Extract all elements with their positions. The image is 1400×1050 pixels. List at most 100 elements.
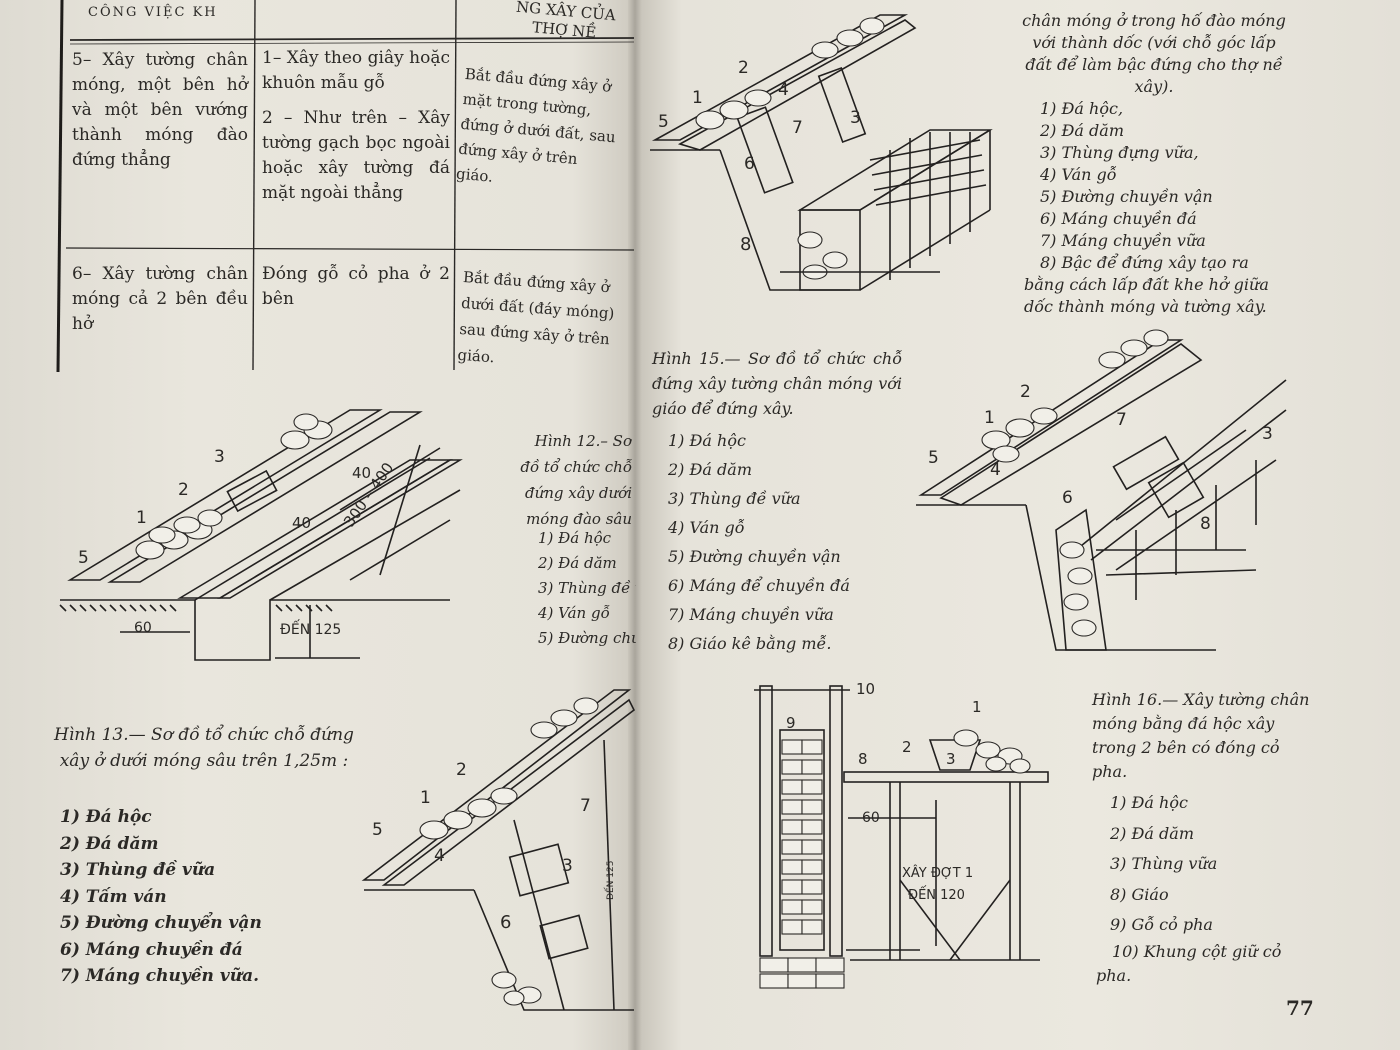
list-item: 1) Đá hộc xyxy=(668,431,746,450)
fig13-label-1: 1 xyxy=(420,788,431,808)
figure-15-drawing xyxy=(916,329,1287,651)
fig14-label-5: 5 xyxy=(658,112,669,132)
fig13-label-2: 2 xyxy=(456,760,467,780)
fig14-label-8: 8 xyxy=(740,234,752,255)
fig12-label-40a: 40 xyxy=(352,464,372,482)
list-item: 8) Giáo kê bằng mễ. xyxy=(668,634,832,653)
list-item: 6) Máng để chuyền đá xyxy=(668,576,850,595)
fig16-label-height: ĐẾN 120 xyxy=(908,888,965,903)
fig16-label-10: 10 xyxy=(856,680,876,698)
figure-14-item-8: 8) Bậc để đứng xây tạo ra bằng cách lấp … xyxy=(1024,253,1269,316)
fig15-label-6: 6 xyxy=(1062,488,1073,508)
figure-14-legend: 1) Đá hộc, 2) Đá dăm 3) Thùng đựng vữa, … xyxy=(1040,98,1213,252)
fig13-label-3: 3 xyxy=(562,856,573,876)
list-item: 3) Thùng đề vữa xyxy=(538,579,636,597)
list-item: 2) Đá dăm xyxy=(538,554,617,572)
figure-16-caption: Hình 16.— Xây tường chân móng bằng đá hộ… xyxy=(1092,690,1310,781)
list-item: 4) Ván gỗ xyxy=(1040,165,1117,184)
list-item: 8) Giáo xyxy=(1110,884,1169,904)
list-item: 7) Máng chuyền vữa xyxy=(668,605,834,624)
figure-16-drawing xyxy=(754,685,1049,989)
fig16-label-8: 8 xyxy=(858,750,868,768)
fig13-label-depth: ĐẾN 125 xyxy=(606,860,616,900)
fig16-label-9: 9 xyxy=(786,714,796,732)
figure-15-legend: 1) Đá hộc 2) Đá dăm 3) Thùng đề vữa 4) V… xyxy=(668,426,850,658)
figure-15-caption: Hình 15.— Sơ đồ tổ chức chỗ đứng xây tườ… xyxy=(652,349,902,418)
list-item: 3) Thùng đựng vữa, xyxy=(1040,143,1199,162)
fig12-label-1: 1 xyxy=(136,508,147,528)
fig16-label-3: 3 xyxy=(946,750,956,768)
list-item: 3) Thùng vữa xyxy=(1110,854,1218,873)
figure-13-drawing xyxy=(361,689,636,1011)
fig13-label-7: 7 xyxy=(580,796,591,816)
fig16-label-1: 1 xyxy=(972,698,982,716)
table-row-2-task: 6– Xây tường chân móng cả 2 bên đều hở xyxy=(72,264,248,334)
list-item: 4) Ván gỗ xyxy=(668,518,745,537)
fig13-label-6: 6 xyxy=(500,912,512,933)
list-item: 3) Thùng đề vữa xyxy=(60,860,216,880)
table-header-col1: CÔNG VIỆC KH xyxy=(88,5,218,20)
fig15-label-1: 1 xyxy=(984,408,995,428)
fig16-label-course: XÂY ĐỢT 1 xyxy=(902,866,974,881)
figure-12-caption: Hình 12.– Sơ đồ tổ chức chỗ đứng xây dướ… xyxy=(520,432,632,528)
figure-16-item-10: 10) Khung cột giữ cỏ pha. xyxy=(1096,942,1282,985)
list-item: 2) Đá dăm xyxy=(1040,121,1124,140)
list-item: 1) Đá hộc xyxy=(60,807,152,827)
fig12-label-5: 5 xyxy=(78,548,89,568)
figure-13-legend: 1) Đá hộc 2) Đá dăm 3) Thùng đề vữa 4) T… xyxy=(60,804,262,990)
table-row-2-method: Đóng gỗ cỏ pha ở 2 bên xyxy=(262,264,450,309)
fig16-label-2: 2 xyxy=(902,738,912,756)
list-item: 6) Máng chuyền đá xyxy=(60,939,243,960)
fig14-label-7: 7 xyxy=(792,118,803,138)
table-row-1-method-b: 2 – Như trên – Xây tường gạch bọc ngoài … xyxy=(262,108,450,203)
table-rules xyxy=(56,0,635,373)
figure-13-caption: Hình 13.— Sơ đồ tổ chức chỗ đứng xây ở d… xyxy=(54,725,354,771)
list-item: 7) Máng chuyền vữa xyxy=(1040,231,1206,250)
list-item: 5) Đường chuyển vận xyxy=(60,913,262,933)
fig13-label-4: 4 xyxy=(434,846,445,866)
list-item: 1) Đá hộc xyxy=(538,529,612,547)
list-item: 5) Đường chuyển xyxy=(538,629,636,647)
list-item: 4) Tấm ván xyxy=(60,886,167,907)
fig15-label-2: 2 xyxy=(1020,382,1031,402)
book-gutter xyxy=(628,0,642,1050)
fig13-label-5: 5 xyxy=(372,820,383,840)
fig15-label-5: 5 xyxy=(928,448,939,468)
figure-14-caption-tail: chân móng ở trong hố đào móng với thành … xyxy=(1022,11,1286,96)
list-item: 5) Đường chuyền vận xyxy=(1040,187,1213,206)
figure-16-legend: 1) Đá hộc 2) Đá dăm 3) Thùng vữa 8) Giáo… xyxy=(1110,788,1217,941)
fig12-label-60: 60 xyxy=(134,620,152,636)
fig14-label-4: 4 xyxy=(778,80,789,100)
fig14-label-1: 1 xyxy=(692,88,703,108)
fig14-label-6: 6 xyxy=(744,154,755,174)
fig15-label-7: 7 xyxy=(1116,410,1127,430)
figure-14-drawing xyxy=(650,14,993,291)
list-item: 2) Đá dăm xyxy=(1110,823,1194,843)
list-item: 6) Máng chuyền đá xyxy=(1040,209,1197,228)
table-row-1-position: Bắt đầu đứng xây ở mặt trong tường, đứng… xyxy=(455,64,617,186)
fig16-label-60: 60 xyxy=(862,810,880,826)
fig12-label-40b: 40 xyxy=(292,514,312,532)
figure-12-drawing xyxy=(59,409,463,661)
fig12-label-3: 3 xyxy=(214,447,225,467)
list-item: 9) Gỗ cỏ pha xyxy=(1110,915,1213,934)
figure-12-legend: 1) Đá hộc 2) Đá dăm 3) Thùng đề vữa 4) V… xyxy=(538,526,636,651)
list-item: 4) Ván gỗ xyxy=(538,604,610,622)
table-row-1-task: 5– Xây tường chân móng, một bên hở và mộ… xyxy=(72,50,248,170)
fig12-label-2: 2 xyxy=(178,480,189,500)
table-row-1-method-a: 1– Xây theo giây hoặc khuôn mẫu gỗ xyxy=(262,48,450,93)
list-item: 1) Đá hộc, xyxy=(1040,99,1124,118)
list-item: 5) Đường chuyền vận xyxy=(668,547,841,566)
list-item: 1) Đá hộc xyxy=(1110,793,1188,812)
fig15-label-8: 8 xyxy=(1200,514,1211,534)
fig12-label-depth: ĐẾN 125 xyxy=(280,622,342,638)
fig14-label-3: 3 xyxy=(850,108,861,128)
table-row-2-position: Bắt đầu đứng xây ở dưới đất (đáy móng) s… xyxy=(457,267,616,367)
fig15-label-3: 3 xyxy=(1262,424,1273,444)
list-item: 2) Đá dăm xyxy=(60,833,159,854)
list-item: 2) Đá dăm xyxy=(668,460,752,479)
fig14-label-2: 2 xyxy=(738,58,749,78)
list-item: 3) Thùng đề vữa xyxy=(668,489,801,508)
page-number: 77 xyxy=(1286,996,1314,1020)
list-item: 7) Máng chuyền vữa. xyxy=(60,966,260,986)
